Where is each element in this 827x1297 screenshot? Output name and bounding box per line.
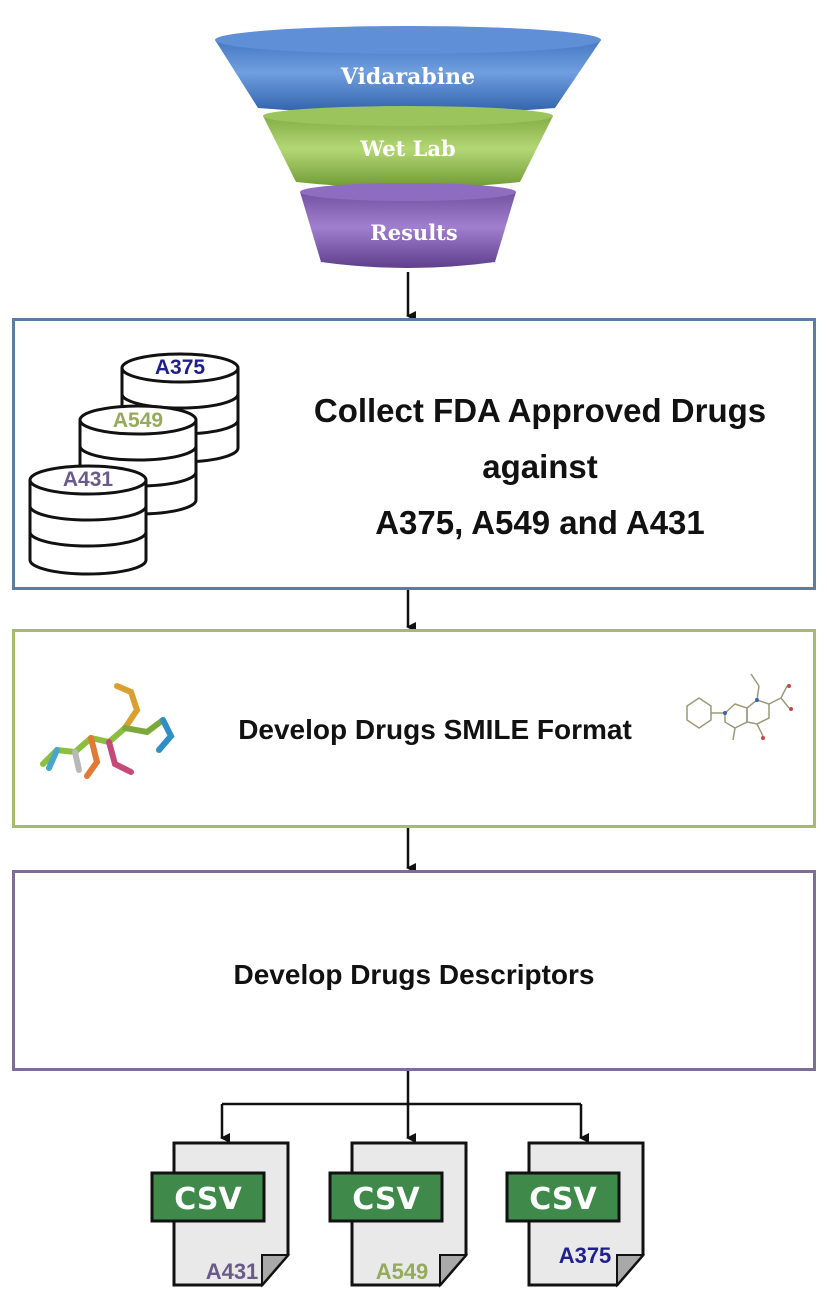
csv-badge-a549: CSV bbox=[352, 1182, 420, 1217]
csv-badge-a431: CSV bbox=[174, 1182, 242, 1217]
csv-outputs: CSV A431 CSV A549 CSV A375 bbox=[150, 1141, 646, 1288]
collect-line-2: against bbox=[482, 448, 598, 485]
funnel-diagram: Vidarabine Wet Lab Results bbox=[215, 26, 601, 268]
csv-badge-a375: CSV bbox=[529, 1182, 597, 1217]
database-label-a549: A549 bbox=[113, 409, 163, 432]
csv-file-a549-icon: CSV A549 bbox=[328, 1141, 469, 1288]
database-label-a431: A431 bbox=[63, 468, 114, 491]
csv-file-label-a375: A375 bbox=[559, 1243, 612, 1268]
smile-format-text: Develop Drugs SMILE Format bbox=[238, 714, 632, 745]
arrow-descriptors-to-outputs bbox=[220, 1071, 589, 1143]
collect-drugs-text: Collect FDA Approved Drugs against A375,… bbox=[270, 383, 810, 551]
collect-drugs-box: A375 A549 A431 Collect FDA Approved Drug… bbox=[12, 318, 816, 590]
descriptors-text: Develop Drugs Descriptors bbox=[233, 959, 595, 990]
csv-file-label-a549: A549 bbox=[376, 1259, 429, 1284]
collect-line-1: Collect FDA Approved Drugs bbox=[313, 392, 767, 429]
funnel-label-results: Results bbox=[370, 220, 457, 245]
funnel-stage-vidarabine: Vidarabine bbox=[215, 26, 601, 114]
funnel-label-vidarabine: Vidarabine bbox=[340, 64, 475, 90]
molecule-3d-icon bbox=[40, 683, 175, 779]
molecule-structure-icon bbox=[686, 673, 793, 741]
collect-line-3: A375, A549 and A431 bbox=[375, 504, 705, 541]
database-stack-icon: A375 A549 A431 bbox=[28, 352, 240, 576]
database-label-a375: A375 bbox=[155, 356, 206, 379]
funnel-label-wet-lab: Wet Lab bbox=[359, 136, 455, 161]
funnel-stage-wet-lab: Wet Lab bbox=[263, 106, 553, 188]
csv-file-label-a431: A431 bbox=[206, 1259, 259, 1284]
csv-file-a431-icon: CSV A431 bbox=[150, 1141, 291, 1288]
smile-format-box: Develop Drugs SMILE Format bbox=[12, 629, 816, 828]
funnel-stage-results: Results bbox=[300, 183, 516, 268]
descriptors-box: Develop Drugs Descriptors bbox=[12, 870, 816, 1071]
csv-file-a375-icon: CSV A375 bbox=[505, 1141, 646, 1288]
database-a431-icon bbox=[28, 464, 148, 576]
